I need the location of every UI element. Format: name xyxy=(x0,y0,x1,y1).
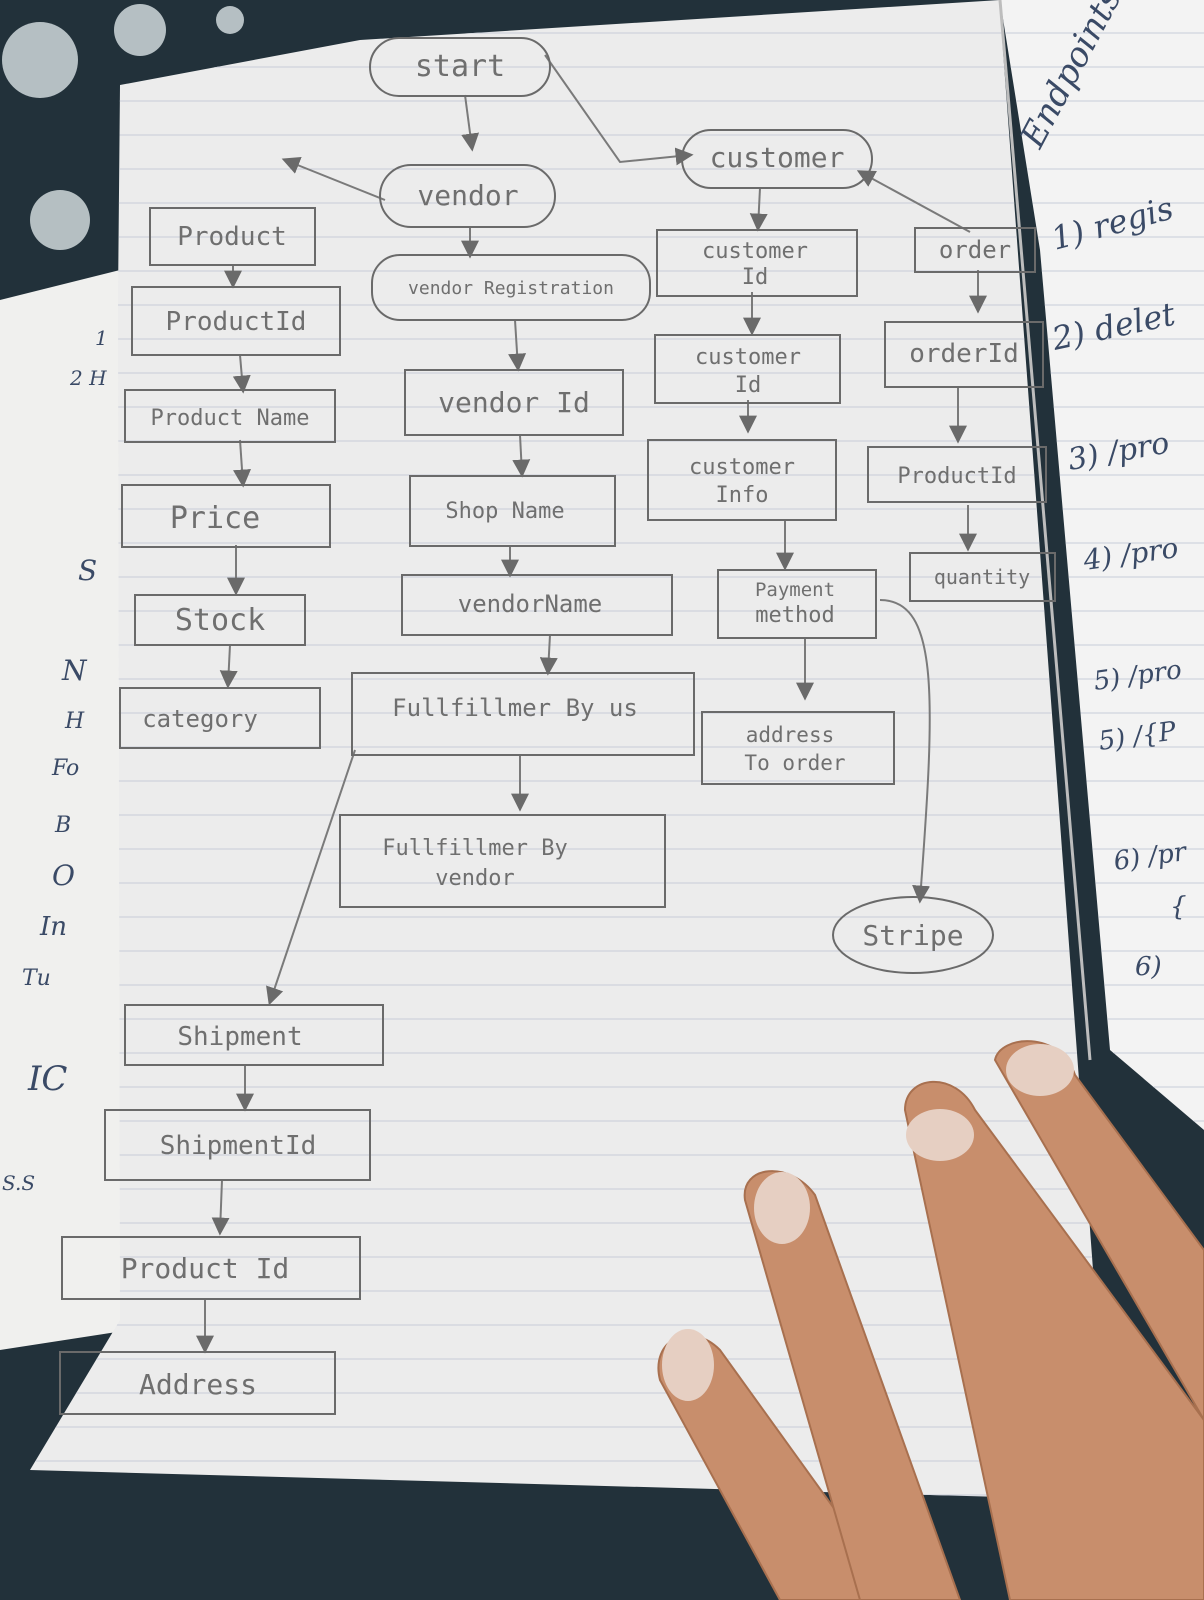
node-price-label: Price xyxy=(170,501,260,536)
node-stripe-label: Stripe xyxy=(862,919,963,952)
node-quantity: quantity xyxy=(909,552,1056,602)
left-fragment-12: S.S xyxy=(2,1171,35,1195)
node-order: order xyxy=(914,227,1036,273)
left-fragment-10: Tu xyxy=(22,966,51,991)
finger-ring xyxy=(903,1080,1204,1600)
hand xyxy=(657,1040,1204,1600)
left-fragment-1: 1 xyxy=(95,326,108,350)
node-product-id-label: ProductId xyxy=(166,307,307,337)
node-customer-id-1-line2: Id xyxy=(742,265,769,290)
node-fulfillment-by-vendor: Fullfillmer By vendor xyxy=(339,814,666,908)
node-shipment-id-label: ShipmentId xyxy=(160,1131,317,1161)
node-product: Product xyxy=(149,207,316,266)
node-stock-label: Stock xyxy=(175,603,265,638)
node-order-label: order xyxy=(939,236,1011,264)
right-page-lines xyxy=(1000,0,1204,1130)
node-fulfillment-by-us: Fullfillmer By us xyxy=(351,672,695,756)
left-fragment-8: O xyxy=(52,859,75,892)
endpoint-item-6b: 6) xyxy=(1135,952,1162,982)
node-customer-id-2: customer Id xyxy=(654,334,841,404)
left-fragment-3: S xyxy=(78,554,97,587)
node-stock: Stock xyxy=(134,594,306,646)
node-customer-label: customer xyxy=(710,141,845,174)
left-fragment-4: N xyxy=(61,654,88,687)
node-vendor-id-label: vendor Id xyxy=(438,386,590,419)
node-category: category xyxy=(119,687,321,749)
finger-pinky xyxy=(993,1040,1204,1422)
node-vendor-name: vendorName xyxy=(401,574,673,636)
node-shipment-label: Shipment xyxy=(177,1022,302,1052)
node-shop-name: Shop Name xyxy=(409,475,616,547)
node-vendor-id: vendor Id xyxy=(404,369,624,436)
node-start-label: start xyxy=(415,49,505,84)
node-customer-id-1: customer Id xyxy=(656,229,858,297)
node-vendor: vendor xyxy=(379,164,556,228)
node-customer: customer xyxy=(681,129,873,189)
endpoint-brace: { xyxy=(1170,892,1187,922)
node-shipment-product-id: Product Id xyxy=(61,1236,361,1300)
node-product-id: ProductId xyxy=(131,286,341,356)
left-fragment-7: B xyxy=(54,813,71,838)
node-stripe: Stripe xyxy=(832,896,994,974)
node-address-to-order: address To order xyxy=(701,711,895,785)
node-vendor-registration: vendor Registration xyxy=(371,254,651,321)
node-shop-name-label: Shop Name xyxy=(445,499,564,524)
node-shipment-product-id-label: Product Id xyxy=(121,1252,290,1285)
node-order-id-label: orderId xyxy=(909,339,1019,369)
node-shipment: Shipment xyxy=(124,1004,384,1066)
node-address-to-order-line2: To order xyxy=(744,751,845,775)
node-order-id: orderId xyxy=(884,321,1044,388)
node-vendor-label: vendor xyxy=(417,179,518,212)
node-category-label: category xyxy=(142,705,258,733)
left-fragment-11: IC xyxy=(27,1059,67,1099)
node-product-label: Product xyxy=(177,222,287,252)
node-fulfillment-by-vendor-line2: vendor xyxy=(435,866,514,891)
node-start: start xyxy=(369,37,551,97)
left-fragment-9: In xyxy=(39,912,67,942)
node-payment-method-line2: method xyxy=(755,603,834,628)
fingernails xyxy=(662,1044,1074,1401)
node-product-name: Product Name xyxy=(124,389,336,443)
node-quantity-label: quantity xyxy=(934,565,1030,589)
left-fragment-5: H xyxy=(64,709,85,734)
node-address-label: Address xyxy=(139,1368,257,1401)
node-customer-id-1-line1: customer xyxy=(702,239,808,264)
node-payment-method: Payment method xyxy=(717,569,877,639)
node-order-product-id-label: ProductId xyxy=(897,464,1016,489)
connectors xyxy=(196,54,987,1354)
left-page-fragments: 1 2 H S N H Fo B O In Tu IC S.S xyxy=(2,326,108,1195)
node-vendor-name-label: vendorName xyxy=(458,590,603,618)
node-customer-info-line2: Info xyxy=(716,483,769,508)
node-order-product-id: ProductId xyxy=(867,446,1047,503)
node-address-to-order-line1: address xyxy=(746,723,835,747)
node-customer-info: customer Info xyxy=(647,439,837,521)
node-vendor-registration-label: vendor Registration xyxy=(408,278,614,299)
node-fulfillment-by-us-label: Fullfillmer By us xyxy=(392,694,638,722)
left-fragment-2: 2 H xyxy=(69,366,107,390)
node-price: Price xyxy=(121,484,331,548)
node-customer-id-2-line2: Id xyxy=(735,373,762,398)
node-address: Address xyxy=(59,1351,336,1415)
node-customer-info-line1: customer xyxy=(689,455,795,480)
page-spine xyxy=(998,0,1092,1061)
node-fulfillment-by-vendor-line1: Fullfillmer By xyxy=(382,836,567,861)
node-shipment-id: ShipmentId xyxy=(104,1109,371,1181)
node-customer-id-2-line1: customer xyxy=(695,345,801,370)
left-page xyxy=(0,270,130,1350)
node-product-name-label: Product Name xyxy=(151,406,310,431)
left-fragment-6: Fo xyxy=(51,756,79,781)
node-payment-method-line1: Payment xyxy=(755,579,835,601)
